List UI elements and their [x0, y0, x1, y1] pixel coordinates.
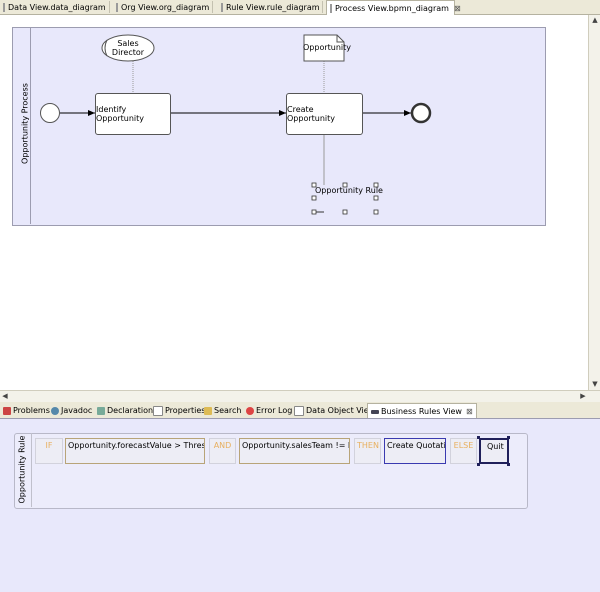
- horizontal-scrollbar[interactable]: ◀ ▶: [0, 390, 600, 402]
- tab-label: Business Rules View: [381, 407, 462, 416]
- data-object-view-icon: [294, 405, 304, 416]
- tab-properties[interactable]: Properties: [153, 404, 205, 417]
- tab-label: Rule View.rule_diagram: [226, 2, 320, 12]
- tab-label: Problems: [13, 406, 50, 415]
- task-label: Identify Opportunity: [96, 105, 145, 123]
- data-object-label: Opportunity: [303, 43, 352, 52]
- tab-data-object-view[interactable]: Data Object View: [294, 404, 375, 417]
- task-identify-opportunity[interactable]: Identify Opportunity: [95, 93, 171, 135]
- diagram-file-icon: [330, 3, 332, 13]
- editor-tab-bar: Data View.data_diagram Org View.org_diag…: [0, 0, 600, 15]
- error-log-icon: [246, 406, 254, 415]
- tab-search[interactable]: Search: [204, 404, 241, 417]
- scroll-right-icon[interactable]: ▶: [580, 392, 586, 400]
- role-ellipse[interactable]: [101, 34, 155, 62]
- tab-label: Declaration: [107, 406, 154, 415]
- pool-header: [12, 27, 31, 224]
- search-icon: [204, 406, 212, 415]
- task-label: Create Opportunity: [287, 105, 336, 123]
- close-tab-icon[interactable]: ⊠: [465, 407, 473, 416]
- task-create-opportunity[interactable]: Create Opportunity: [286, 93, 363, 135]
- tab-label: Org View.org_diagram: [121, 2, 210, 12]
- condition-2[interactable]: Opportunity.salesTeam != Null: [239, 438, 350, 464]
- tab-declaration[interactable]: Declaration: [97, 404, 153, 417]
- then-action[interactable]: Create Quotation: [384, 438, 446, 464]
- role-label: Sales Director: [111, 39, 145, 57]
- tab-label: Search: [214, 406, 242, 415]
- if-keyword[interactable]: IF: [35, 438, 63, 464]
- tab-org-view[interactable]: Org View.org_diagram: [113, 1, 213, 13]
- then-keyword[interactable]: THEN: [354, 438, 381, 464]
- business-rules-icon: [371, 409, 379, 414]
- else-keyword[interactable]: ELSE: [450, 438, 477, 464]
- scroll-left-icon[interactable]: ◀: [2, 392, 8, 400]
- properties-icon: [153, 405, 163, 416]
- diagram-file-icon: [3, 2, 5, 12]
- tab-label: Javadoc: [61, 406, 93, 415]
- data-object-shape[interactable]: [303, 34, 345, 62]
- tab-error-log[interactable]: Error Log: [246, 404, 292, 417]
- tab-business-rules-view[interactable]: Business Rules View ⊠: [367, 403, 477, 419]
- rule-lane-header: [14, 433, 32, 507]
- end-event[interactable]: [410, 102, 432, 124]
- vertical-scrollbar[interactable]: ▲ ▼: [588, 15, 600, 390]
- tab-javadoc[interactable]: Javadoc: [51, 404, 92, 417]
- tab-label: Properties: [165, 406, 206, 415]
- tab-label: Process View.bpmn_diagram: [335, 3, 449, 13]
- selection-handles[interactable]: [311, 182, 379, 215]
- rule-node-label[interactable]: Opportunity Rule: [315, 186, 383, 195]
- tab-data-view[interactable]: Data View.data_diagram: [0, 1, 110, 13]
- problems-icon: [3, 406, 11, 415]
- start-event[interactable]: [40, 103, 60, 123]
- diagram-file-icon: [221, 2, 223, 12]
- tab-label: Data View.data_diagram: [8, 2, 106, 12]
- and-keyword[interactable]: AND: [209, 438, 236, 464]
- javadoc-icon: [51, 406, 59, 415]
- rule-lane-label: Opportunity Rule: [17, 435, 27, 504]
- close-tab-icon[interactable]: ⊠: [453, 3, 461, 13]
- scroll-up-icon[interactable]: ▲: [592, 16, 598, 24]
- diagram-file-icon: [116, 2, 118, 12]
- tab-process-view[interactable]: Process View.bpmn_diagram ⊠: [326, 0, 461, 15]
- tab-label: Error Log: [256, 406, 293, 415]
- view-tab-bar: Problems Javadoc Declaration Properties …: [0, 402, 600, 419]
- tab-label: Data Object View: [306, 406, 376, 415]
- diagram-connectors: [40, 34, 432, 215]
- condition-1[interactable]: Opportunity.forecastValue > Threshold: [65, 438, 205, 464]
- scroll-down-icon[interactable]: ▼: [592, 380, 598, 388]
- declaration-icon: [97, 406, 105, 415]
- else-action[interactable]: Quit: [479, 438, 509, 464]
- tab-rule-view[interactable]: Rule View.rule_diagram: [218, 1, 323, 13]
- else-action-handles[interactable]: [476, 435, 512, 467]
- tab-problems[interactable]: Problems: [3, 404, 50, 417]
